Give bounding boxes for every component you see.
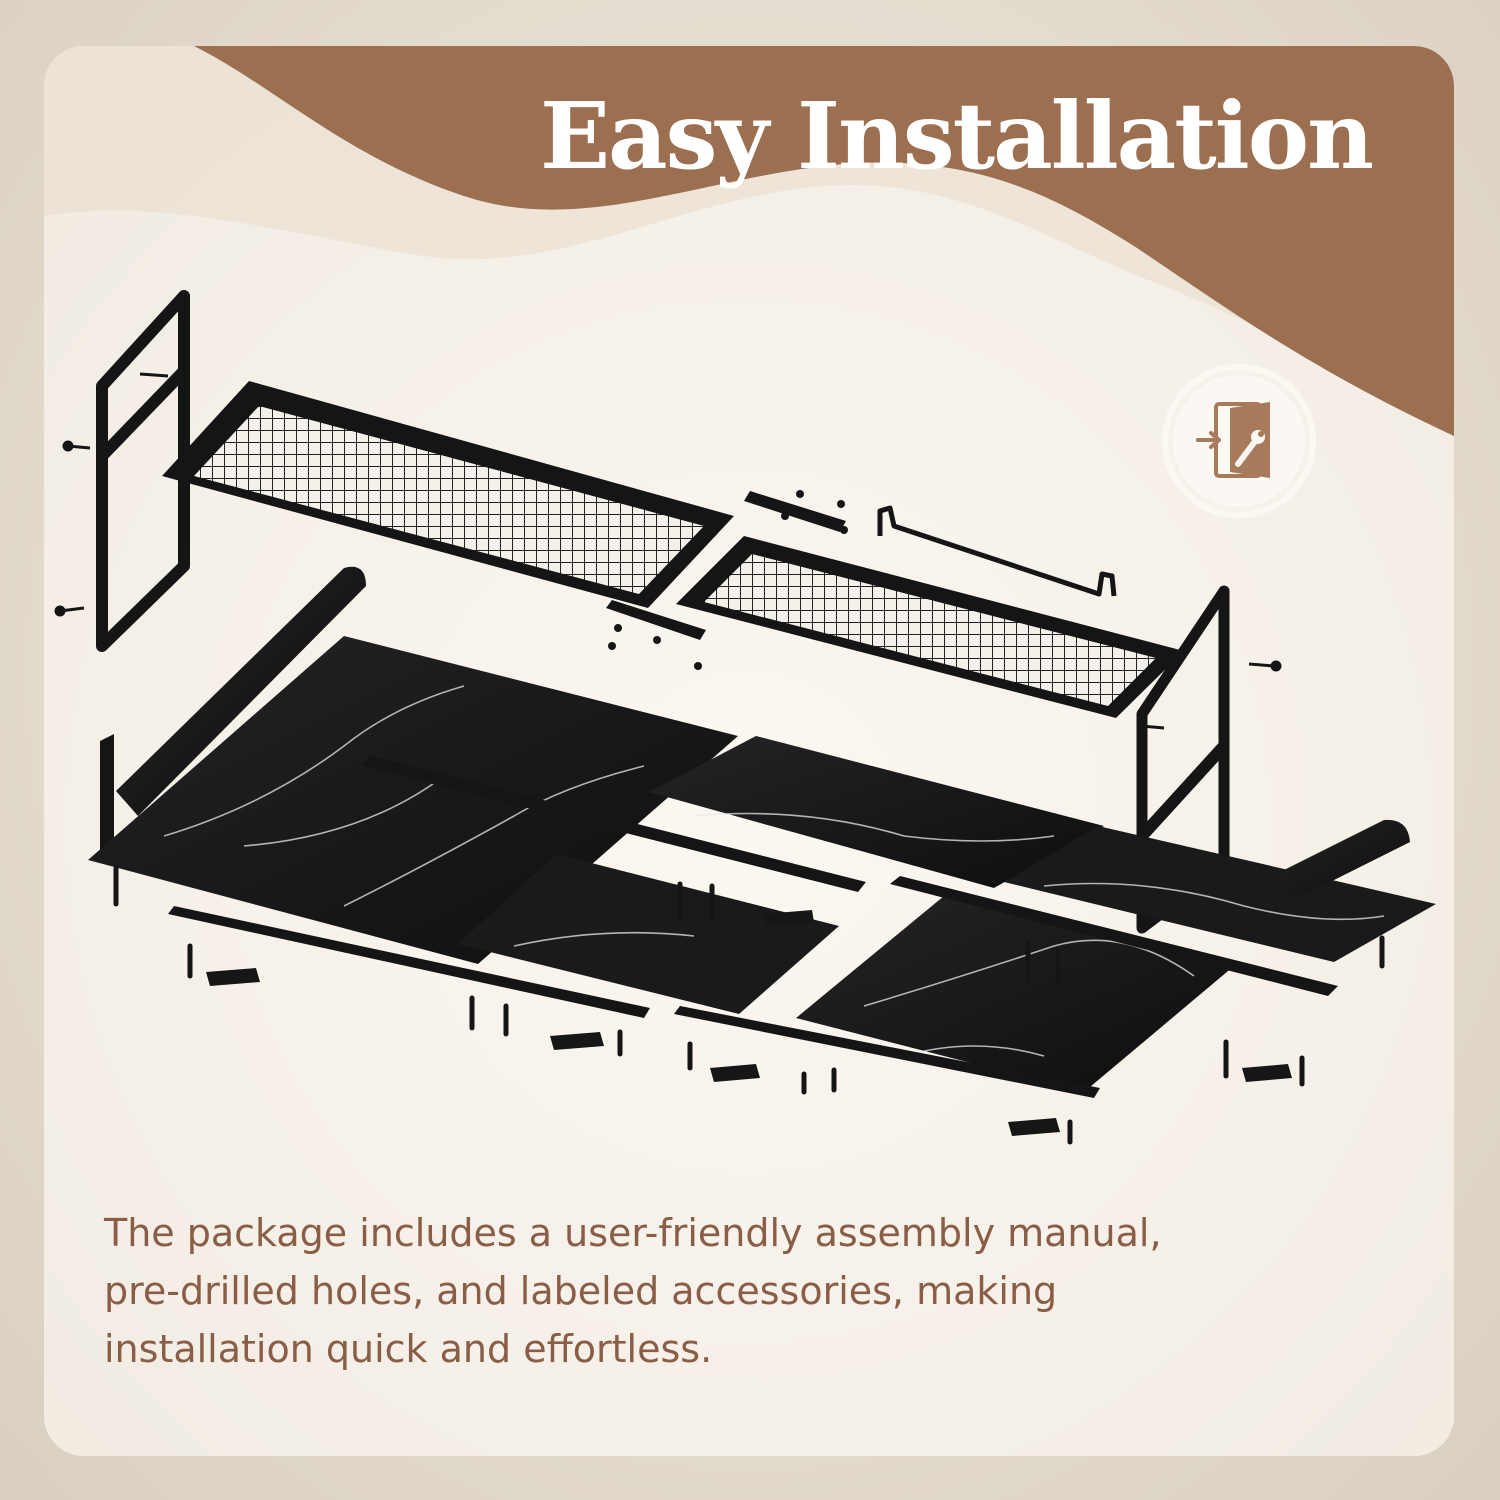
hanging-rod: [877, 505, 1117, 597]
left-back-panel: [100, 734, 114, 852]
hardware-pads: [206, 910, 1292, 1136]
right-mesh-shelf: [676, 536, 1184, 718]
exploded-assembly-illustration: [54, 290, 1436, 1145]
front-rails: [168, 756, 1338, 1098]
marble-veins: [163, 685, 1385, 1057]
marble-boards: [88, 636, 1436, 1092]
back-rail-right: [1272, 819, 1410, 898]
product-description: The package includes a user-friendly ass…: [104, 1211, 1162, 1371]
product-card: Easy Installation: [44, 46, 1454, 1456]
left-mesh-shelf: [162, 381, 734, 608]
back-rail-left: [116, 566, 366, 816]
header-wave: [194, 46, 1454, 436]
connector-plate-top: [744, 490, 848, 534]
left-frame-screws: [54, 372, 169, 617]
assembly-door-wrench-icon: [1161, 363, 1317, 519]
hardware-screws: [113, 865, 1385, 1145]
connector-plate-bottom: [606, 600, 706, 670]
right-frame-screws: [1141, 660, 1282, 730]
page-title: Easy Installation: [539, 82, 1374, 190]
